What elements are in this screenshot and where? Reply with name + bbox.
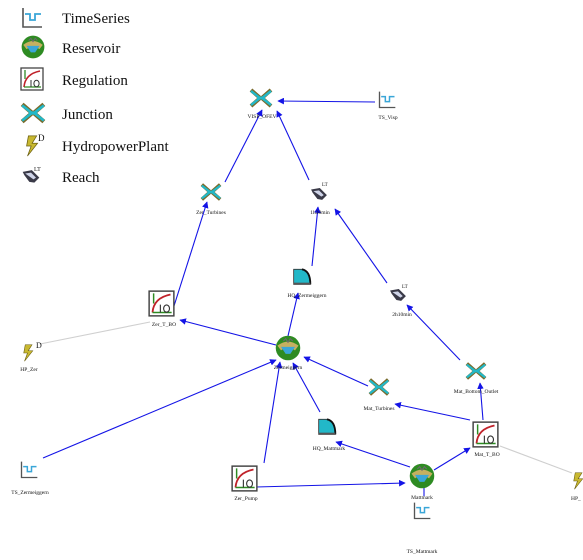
edge-zerturb-visp [224,109,263,183]
node-label: 1h30min [310,210,330,216]
hydropower-icon [23,344,34,362]
timeseries-icon [413,501,432,520]
hq-curve-icon [292,268,312,286]
node-label: Mat_Bottom_Outlet [454,389,499,395]
node-reach-2h10min[interactable]: LT 2h10min [390,285,412,318]
legend-item-reach: LT Reach [22,167,100,186]
legend-badge-lt: LT [34,167,41,173]
edge-zertbo-zerturb [173,201,209,307]
legend-label-reach: Reach [62,170,100,186]
node-reach-1h30min[interactable]: LT 1h30min [310,183,330,216]
edge-mattbo-matbottom [477,382,484,421]
node-label: TS_Visp [378,115,397,121]
node-zer-pump[interactable]: Zer_Pump [231,465,258,502]
node-label: VISP_OFEV [247,114,276,120]
junction-icon [199,182,223,202]
legend-label-timeseries: TimeSeries [62,11,130,27]
reach-icon [390,288,406,301]
reach-badge-lt: LT [322,183,328,188]
edge-matturb-zermeig [303,356,369,387]
legend-label-reservoir: Reservoir [62,41,120,57]
node-mat-bottom-outlet[interactable]: Mat_Bottom_Outlet [454,364,499,395]
edge-2h10-1h30 [334,208,388,284]
node-label: Mattmark [411,495,433,501]
edge-1h30-visp [276,110,310,181]
legend-item-hydropowerplant: D HydropowerPlant [26,133,169,157]
regulation-icon [148,290,175,317]
node-label: TS_Mattmark [407,549,438,555]
regulation-icon [231,465,258,492]
node-label: HP_Zer [20,367,38,373]
hydropower-badge-d: D [36,341,42,350]
node-label: Zer_Turbines [196,210,226,216]
node-label: Zer_T_BO [152,322,176,328]
node-ts-mattmark[interactable]: TS_Mattmark [407,501,438,555]
node-hp-mat[interactable]: HP_ [571,472,583,502]
node-hq-mattmark[interactable]: HQ_Mattmark [313,418,346,452]
node-hp-zer[interactable]: D HP_Zer [20,341,42,373]
node-label: HP_ [571,496,581,502]
node-ts-visp[interactable]: TS_Visp [378,90,398,121]
hydropower-icon [573,472,583,490]
edge-zermeig-zertbo [179,318,277,346]
edges [39,97,573,496]
reservoir-icon [275,335,301,361]
junction-icon [251,90,271,106]
legend-label-hydropowerplant: HydropowerPlant [62,139,169,155]
node-mattmark[interactable]: Mattmark [409,463,435,501]
reach-badge-lt: LT [402,285,408,290]
node-label: Mat_Turbines [364,406,395,412]
junction-icon [370,380,388,395]
edge-zerpump-zermeig [263,361,283,464]
hydropower-icon [26,135,39,157]
node-mat-turbines[interactable]: Mat_Turbines [364,380,395,412]
legend-badge-d: D [38,133,45,143]
junction-icon [22,104,44,121]
edge-hqzer-1h30 [311,206,321,267]
regulation-icon [20,67,44,91]
edge-tsvisp-visp [277,97,376,105]
edge-mattmark-hqmat [335,440,411,468]
node-mat-t-bo[interactable]: Mat_T_BO [472,421,500,458]
node-zermeiggern[interactable]: Zermeiggern [274,335,303,371]
legend-item-timeseries: TimeSeries [22,7,130,28]
node-visp-ofev[interactable]: VISP_OFEV [247,90,277,120]
edge-hqmat-zermeig [292,362,321,413]
node-zer-turbines[interactable]: Zer_Turbines [196,182,226,216]
timeseries-icon [378,90,397,109]
edge-mattbo-matturb [394,402,471,421]
edge-zermeig-hqzer [287,292,300,337]
reservoir-icon [21,35,45,59]
node-label: 2h10min [392,312,412,318]
timeseries-icon [22,7,43,28]
edge-mattmark-mattbo [433,447,471,471]
legend-item-junction: Junction [22,104,113,123]
node-label: Zermeiggern [274,365,303,371]
reach-icon [311,187,327,200]
node-label: HQ_Zermeiggern [287,293,326,299]
node-label: Zer_Pump [234,496,257,502]
node-hq-zermeiggern[interactable]: HQ_Zermeiggern [287,268,327,299]
node-ts-zermeiggern[interactable]: TS_Zermeiggern [11,460,49,496]
node-label: TS_Zermeiggern [11,490,49,496]
legend-item-regulation: Regulation [20,67,128,91]
reservoir-icon [409,463,435,489]
hq-curve-icon [317,418,337,436]
edge-zerpump-mattmark [255,479,406,488]
edge-hpzer-zertbo [39,321,151,345]
legend: TimeSeries Reservoir Regulation Junction… [20,7,169,186]
edge-matbottom-2h10 [406,304,461,361]
node-zer-t-bo[interactable]: Zer_T_BO [148,290,176,328]
edge-tszer-zermeig [42,359,277,459]
legend-item-reservoir: Reservoir [21,35,120,59]
edge-mattbo-hpmat [499,445,573,474]
legend-label-junction: Junction [62,107,113,123]
legend-label-regulation: Regulation [62,73,128,89]
timeseries-icon [20,460,39,479]
node-label: HQ_Mattmark [313,446,346,452]
node-label: Mat_T_BO [474,452,499,458]
junction-icon [467,364,485,379]
regulation-icon [472,421,499,448]
